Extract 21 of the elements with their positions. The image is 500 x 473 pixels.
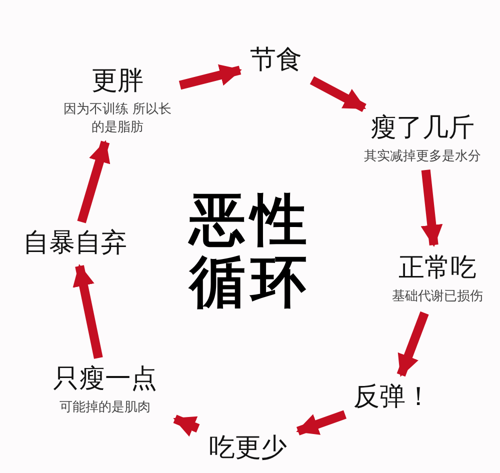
step-title: 自暴自弃 xyxy=(23,228,127,260)
step-title: 只瘦一点 xyxy=(53,364,157,395)
step-title: 瘦了几斤 xyxy=(370,112,474,144)
step-title: 反弹！ xyxy=(354,382,432,414)
step-note: 基础代谢已损伤 xyxy=(392,288,483,306)
arrow xyxy=(72,264,103,359)
arrow xyxy=(310,76,366,112)
arrow xyxy=(178,64,242,90)
title: 恶性循环 xyxy=(188,190,314,314)
step-title: 正常吃 xyxy=(398,252,476,284)
step-note: 因为不训练 所以长的是脂肪 xyxy=(62,101,172,136)
step-title: 更胖 xyxy=(92,66,144,98)
step-note: 其实减掉更多是水分 xyxy=(364,148,481,166)
arrow xyxy=(77,140,110,224)
arrow xyxy=(173,414,200,437)
arrow xyxy=(296,410,346,436)
arrow xyxy=(396,311,429,377)
arrow xyxy=(420,170,443,247)
step-title: 节食 xyxy=(250,45,302,77)
step-note: 可能掉的是肌肉 xyxy=(60,398,150,416)
step-title: 吃更少 xyxy=(209,433,287,465)
